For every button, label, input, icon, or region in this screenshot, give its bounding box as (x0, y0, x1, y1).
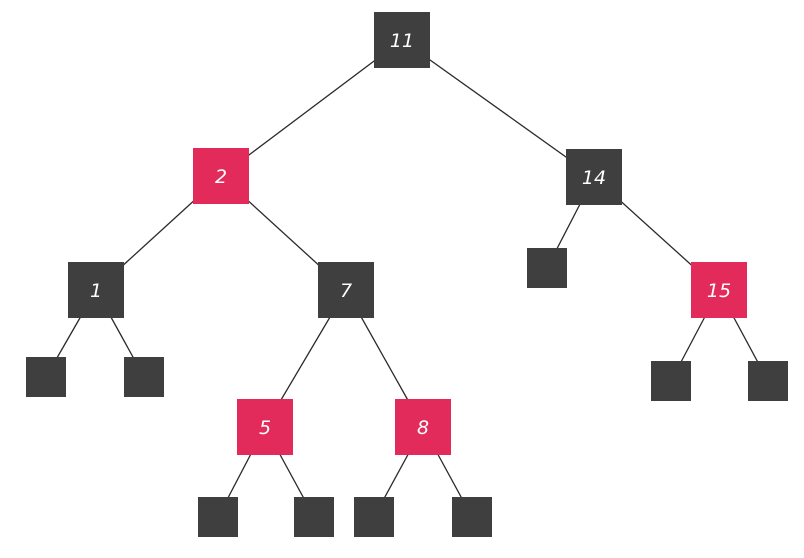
nil-leaf-node (354, 497, 394, 537)
node-label: 1 (90, 280, 102, 302)
node-label: 11 (390, 30, 414, 52)
nil-leaf-box (651, 361, 691, 401)
nil-leaf-node (452, 497, 492, 537)
nil-leaf-node (124, 357, 164, 397)
nil-leaf-node (748, 361, 788, 401)
node-box-black (318, 262, 374, 318)
nil-leaf-node (26, 357, 66, 397)
node-box-red (193, 148, 249, 204)
tree-node-15: 15 (691, 262, 747, 318)
node-box-red (691, 262, 747, 318)
nil-leaf-box (198, 497, 238, 537)
nil-leaf-node (294, 497, 334, 537)
tree-node-8: 8 (395, 399, 451, 455)
node-box-black (566, 149, 622, 205)
tree-node-14: 14 (566, 149, 622, 205)
tree-nodes: 11 2 14 1 7 15 5 8 (26, 12, 788, 537)
tree-node-7: 7 (318, 262, 374, 318)
node-label: 15 (707, 280, 731, 302)
nil-leaf-box (124, 357, 164, 397)
nil-leaf-node (527, 248, 567, 288)
nil-leaf-box (294, 497, 334, 537)
tree-node-5: 5 (237, 399, 293, 455)
node-label: 7 (340, 280, 352, 302)
nil-leaf-box (748, 361, 788, 401)
nil-leaf-node (651, 361, 691, 401)
node-label: 2 (215, 166, 227, 188)
nil-leaf-box (354, 497, 394, 537)
nil-leaf-box (527, 248, 567, 288)
tree-node-1: 1 (68, 262, 124, 318)
edge-n11-n2 (220, 39, 403, 177)
node-box-red (395, 399, 451, 455)
node-label: 14 (582, 167, 606, 189)
node-label: 5 (259, 417, 271, 439)
node-box-black (374, 12, 430, 68)
nil-leaf-box (452, 497, 492, 537)
node-box-red (237, 399, 293, 455)
tree-node-2: 2 (193, 148, 249, 204)
node-label: 8 (417, 417, 429, 439)
nil-leaf-box (26, 357, 66, 397)
node-box-black (68, 262, 124, 318)
tree-node-11: 11 (374, 12, 430, 68)
edge-n11-n14 (401, 39, 595, 178)
nil-leaf-node (198, 497, 238, 537)
